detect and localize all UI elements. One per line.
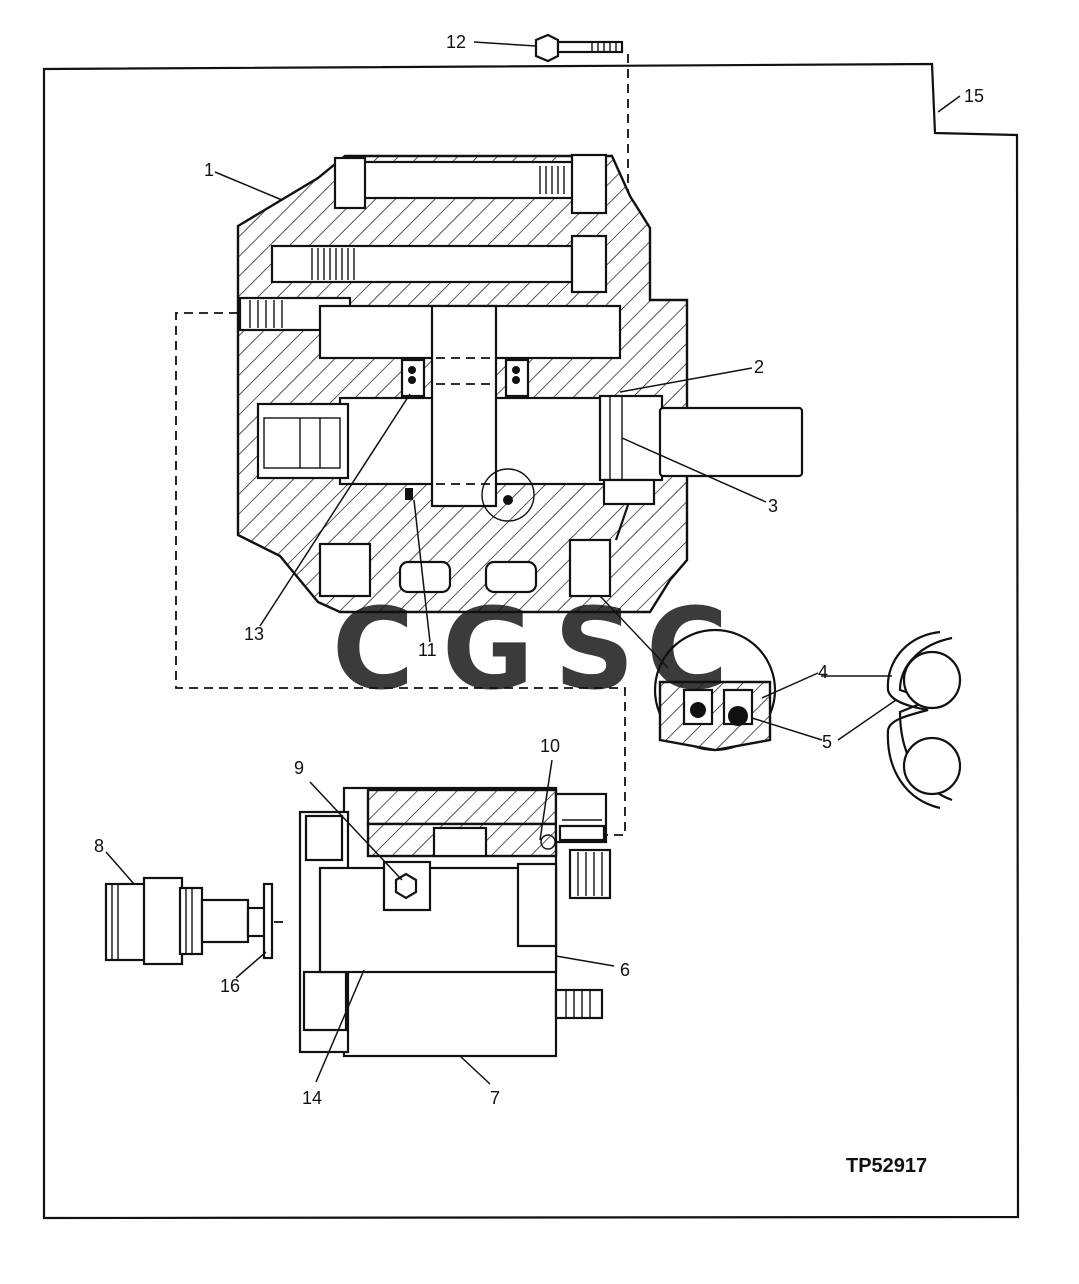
callout-5: 5	[822, 732, 832, 752]
bolt	[534, 33, 624, 63]
callout-15: 15	[964, 86, 984, 106]
watermark-letter-4: C	[646, 585, 728, 715]
callout-9: 9	[294, 758, 304, 778]
callout-2: 2	[754, 357, 764, 377]
diagram-frame	[42, 62, 1020, 1220]
callout-3: 3	[768, 496, 778, 516]
main-pump-housing	[236, 153, 804, 614]
callout-14: 14	[302, 1088, 322, 1108]
leader-lines	[105, 41, 961, 1085]
detail-enlargement	[599, 595, 777, 752]
callout-6: 6	[620, 960, 630, 980]
callout-16: 16	[220, 976, 240, 996]
callout-13: 13	[244, 624, 264, 644]
o-ring	[262, 882, 274, 960]
callout-7: 7	[490, 1088, 500, 1108]
callout-11: 11	[418, 640, 437, 660]
callout-8: 8	[94, 836, 104, 856]
lower-pump-section	[298, 786, 612, 1058]
assembly-line-loop	[175, 312, 626, 836]
callout-12: 12	[446, 32, 466, 52]
valve	[104, 876, 270, 966]
callout-10: 10	[540, 736, 560, 756]
watermark-letter-3: S	[554, 585, 635, 715]
watermark-letter-2: G	[442, 585, 534, 715]
callout-1: 1	[204, 160, 214, 180]
callout-4: 4	[818, 662, 828, 682]
watermark-letter-1: C	[332, 585, 414, 715]
seal-ring-detail	[886, 630, 962, 810]
figure-code: TP52917	[846, 1155, 927, 1177]
watermark: C G S C	[332, 585, 728, 715]
